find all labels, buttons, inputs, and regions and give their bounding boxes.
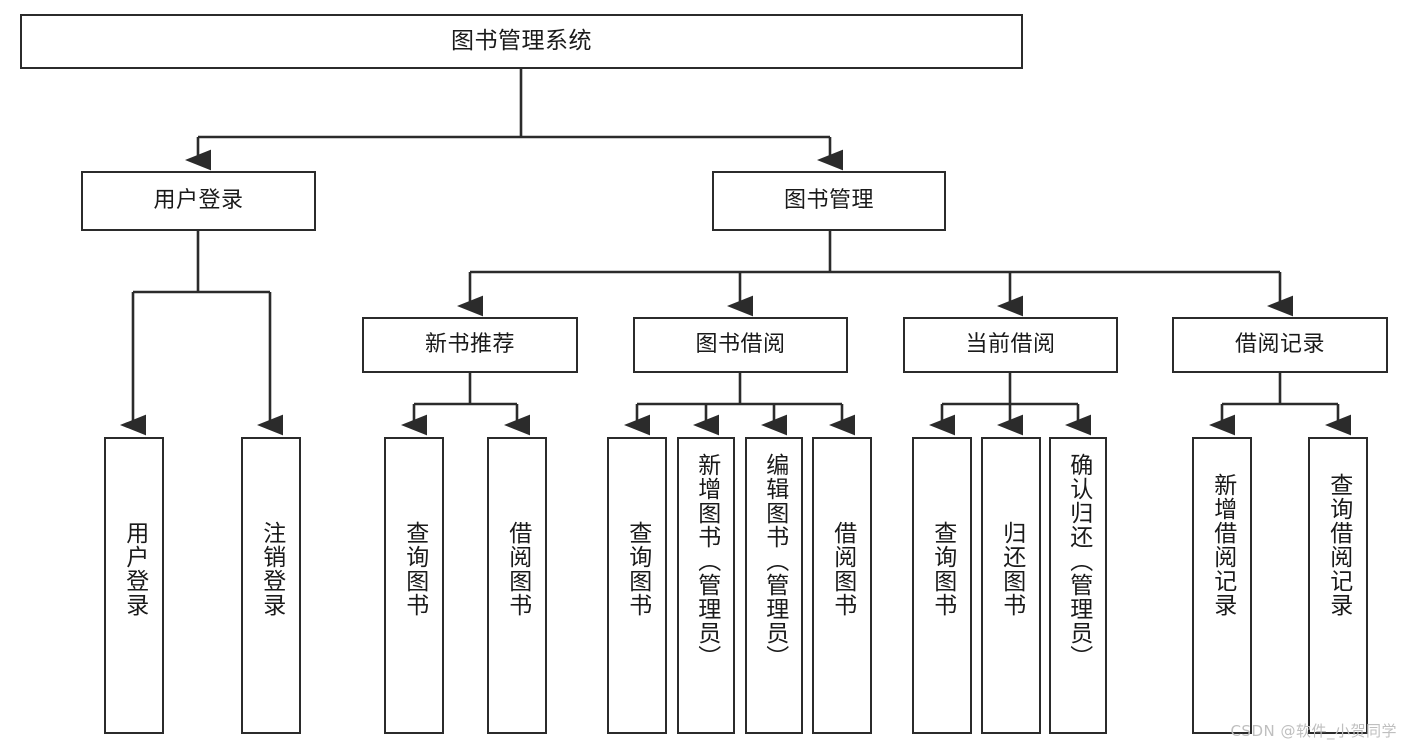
leaf-user-login-signin[interactable]: 用户登录 xyxy=(104,437,164,734)
node-label: 注销登录 xyxy=(258,521,285,617)
node-label: 查询图书 xyxy=(624,521,651,617)
node-current-borrow[interactable]: 当前借阅 xyxy=(903,317,1118,373)
node-user-login[interactable]: 用户登录 xyxy=(81,171,316,231)
leaf-borrow-edit-book-admin[interactable]: 编辑图书（管理员） xyxy=(745,437,803,734)
leaf-current-return-book[interactable]: 归还图书 xyxy=(981,437,1041,734)
node-label: 图书管理系统 xyxy=(451,27,592,54)
node-borrow-record[interactable]: 借阅记录 xyxy=(1172,317,1388,373)
node-label: 用户登录 xyxy=(121,521,148,617)
node-label: 借阅记录 xyxy=(1234,331,1325,357)
csdn-watermark: CSDN @软件_小贺同学 xyxy=(1230,722,1397,740)
node-book-management[interactable]: 图书管理 xyxy=(712,171,946,231)
node-label: 借阅图书 xyxy=(829,521,856,617)
leaf-current-query-book[interactable]: 查询图书 xyxy=(912,437,972,734)
node-book-borrow[interactable]: 图书借阅 xyxy=(633,317,848,373)
node-label: 新增借阅记录 xyxy=(1209,473,1236,617)
leaf-borrow-add-book-admin[interactable]: 新增图书（管理员） xyxy=(677,437,735,734)
leaf-current-confirm-return-admin[interactable]: 确认归还（管理员） xyxy=(1049,437,1107,734)
node-root-system[interactable]: 图书管理系统 xyxy=(20,14,1023,69)
leaf-record-add-record[interactable]: 新增借阅记录 xyxy=(1192,437,1252,734)
leaf-borrow-borrow-book[interactable]: 借阅图书 xyxy=(812,437,872,734)
node-label: 新增图书（管理员） xyxy=(693,453,720,669)
node-label: 编辑图书（管理员） xyxy=(761,453,788,669)
node-label: 查询借阅记录 xyxy=(1325,473,1352,617)
node-label: 归还图书 xyxy=(998,521,1025,617)
leaf-user-login-signout[interactable]: 注销登录 xyxy=(241,437,301,734)
leaf-recommend-borrow-book[interactable]: 借阅图书 xyxy=(487,437,547,734)
node-label: 图书借阅 xyxy=(695,331,786,357)
node-label: 新书推荐 xyxy=(424,331,515,357)
node-new-book-recommend[interactable]: 新书推荐 xyxy=(362,317,578,373)
node-label: 用户登录 xyxy=(153,187,244,213)
leaf-recommend-query-book[interactable]: 查询图书 xyxy=(384,437,444,734)
node-label: 查询图书 xyxy=(401,521,428,617)
leaf-borrow-query-book[interactable]: 查询图书 xyxy=(607,437,667,734)
node-label: 借阅图书 xyxy=(504,521,531,617)
node-label: 当前借阅 xyxy=(965,331,1056,357)
node-label: 确认归还（管理员） xyxy=(1065,453,1092,669)
node-label: 图书管理 xyxy=(783,187,874,213)
node-label: 查询图书 xyxy=(929,521,956,617)
leaf-record-query-record[interactable]: 查询借阅记录 xyxy=(1308,437,1368,734)
